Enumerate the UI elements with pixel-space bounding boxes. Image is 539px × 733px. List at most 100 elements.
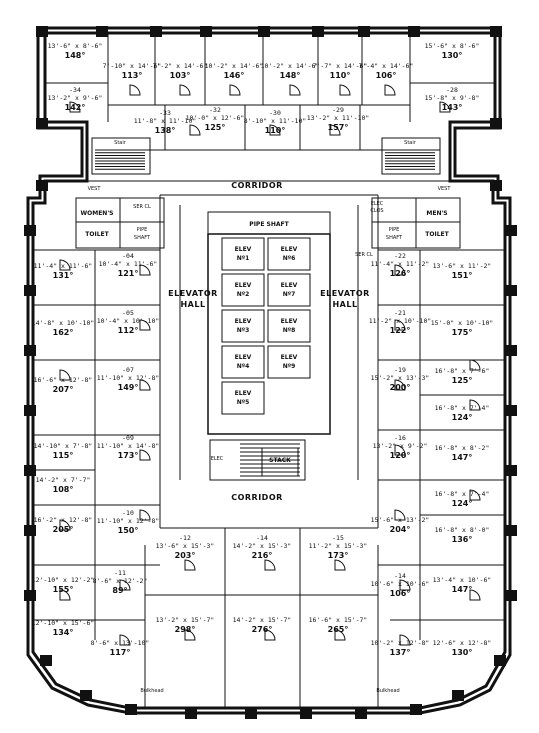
left-room-dimensions: 14'-8" x 10'-10" [32, 319, 95, 327]
door-swing [59, 259, 71, 271]
right-room-area: 106° [390, 589, 411, 598]
elec-clos-line2: CLOS [370, 208, 383, 214]
top-row2-room-dimensions: 15'-8" x 9'-8" [425, 94, 480, 102]
left-room-area: 121° [118, 269, 139, 278]
right-room-number: -16 [394, 434, 406, 442]
right-room-dimensions: 16'-8" x 7'-4" [435, 490, 490, 498]
bottom-room-area: 276° [252, 625, 273, 634]
left-room-dimensions: 16'-6" x 12'-8" [34, 376, 93, 384]
door-swing [184, 629, 196, 641]
window-pier [452, 690, 464, 701]
womens-toilet-line1: WOMEN'S [81, 210, 114, 217]
right-room-dimensions: 11'-2" x 10'-10" [369, 317, 432, 325]
left-room-area: 134° [53, 628, 74, 637]
right-room-area: 147° [452, 453, 473, 462]
left-room-area: 207° [53, 385, 74, 394]
left-room-area: 89° [112, 586, 127, 595]
left-room-number: -09 [122, 434, 134, 442]
window-pier [505, 405, 517, 416]
door-swing [189, 124, 201, 136]
window-pier [24, 465, 36, 476]
elevator-car [221, 309, 265, 343]
right-room-number: -19 [394, 366, 406, 374]
door-swing [139, 509, 151, 521]
elevator-label: ELEV [281, 354, 298, 361]
left-room-area: 173° [118, 451, 139, 460]
left-room-number: -11 [114, 569, 126, 577]
door-swing [139, 264, 151, 276]
womens-toilet-line2: TOILET [85, 231, 109, 238]
stack-label: STACK [269, 457, 291, 464]
window-piers [24, 26, 517, 719]
right-room-area: 200° [390, 383, 411, 392]
right-room-area: 130° [452, 648, 473, 657]
door-swing [229, 84, 241, 96]
door-swing [469, 489, 481, 501]
elevator-label: ELEV [281, 246, 298, 253]
top-row2-room-number: -30 [269, 109, 281, 117]
left-room-dimensions: 14'-2" x 7'-7" [36, 476, 91, 484]
top-row2-room-dimensions: 11'-8" x 11'-10" [134, 117, 197, 125]
door-swing [184, 559, 196, 571]
elevator-label: ELEV [281, 282, 298, 289]
elevator-label: ELEV [235, 282, 252, 289]
bulkhead-right: Bulkhead [376, 688, 399, 694]
elevator-number: Nº5 [237, 399, 250, 406]
right-pipe-shaft-line1: PIPE [389, 227, 400, 233]
window-pier [150, 26, 162, 37]
window-pier [40, 655, 52, 666]
top-row2-room-number: -34 [69, 86, 81, 94]
door-swing [119, 579, 131, 591]
right-room-area: 204° [390, 525, 411, 534]
window-pier [36, 118, 48, 129]
door-swing [394, 264, 406, 276]
door-swing [439, 101, 451, 113]
right-room-number: -21 [394, 309, 406, 317]
elevator-number: Nº8 [283, 327, 296, 334]
top-row2-room-area: 125° [205, 123, 226, 132]
left-room-number: -10 [122, 509, 134, 517]
left-room-dimensions: 11'-4" x 11'-6" [34, 262, 93, 270]
window-pier [200, 26, 212, 37]
top-room-dimensions: 15'-6" x 8'-6" [425, 42, 480, 50]
left-room-number: -05 [122, 309, 134, 317]
left-room-area: 155° [53, 585, 74, 594]
window-pier [410, 704, 422, 715]
door-swing [59, 519, 71, 531]
left-room-dimensions: 11'-10" x 12'-8" [97, 517, 160, 525]
elevator-core: ELEVNº1ELEVNº6ELEVNº2ELEVNº7ELEVNº3ELEVN… [207, 211, 331, 481]
left-pipe-shaft-line2: SHAFT [134, 235, 151, 241]
window-pier [185, 708, 197, 719]
left-room-dimensions: 11'-10" x 12'-8" [97, 374, 160, 382]
elevator-hall-left-line1: ELEVATOR [168, 289, 218, 298]
corridor-top-label: CORRIDOR [231, 181, 283, 190]
window-pier [36, 26, 48, 37]
window-pier [505, 590, 517, 601]
corridor-bottom-label: CORRIDOR [231, 493, 283, 502]
door-swing [59, 369, 71, 381]
left-room-dimensions: 14'-10" x 7'-8" [34, 442, 93, 450]
door-swing [269, 124, 281, 136]
left-room-area: 117° [110, 648, 131, 657]
right-room-area: 147° [452, 585, 473, 594]
bottom-room-number: -14 [256, 534, 268, 542]
left-room-dimensions: 11'-10" x 14'-8" [97, 442, 160, 450]
door-swing [394, 379, 406, 391]
right-room-number: -14 [394, 572, 406, 580]
elevator-number: Nº4 [237, 363, 250, 370]
right-room-dimensions: 13'-4" x 10'-6" [433, 576, 492, 584]
window-pier [490, 180, 502, 191]
window-pier [300, 708, 312, 719]
vest-right: VEST [438, 186, 452, 192]
top-room-dimensions: 7'-4" x 14'-6" [359, 62, 414, 70]
left-room-dimensions: 16'-2" x 12'-8" [34, 516, 93, 524]
right-room-dimensions: 10'-2" x 12'-8" [371, 639, 430, 647]
elec-clos-line1: ELEC [371, 201, 384, 207]
right-pipe-shaft-line2: SHAFT [386, 235, 403, 241]
door-swing [334, 559, 346, 571]
bottom-room-dimensions: 13'-6" x 15'-3" [156, 542, 215, 550]
right-room-area: 151° [452, 271, 473, 280]
window-pier [80, 690, 92, 701]
elevator-car [221, 345, 265, 379]
